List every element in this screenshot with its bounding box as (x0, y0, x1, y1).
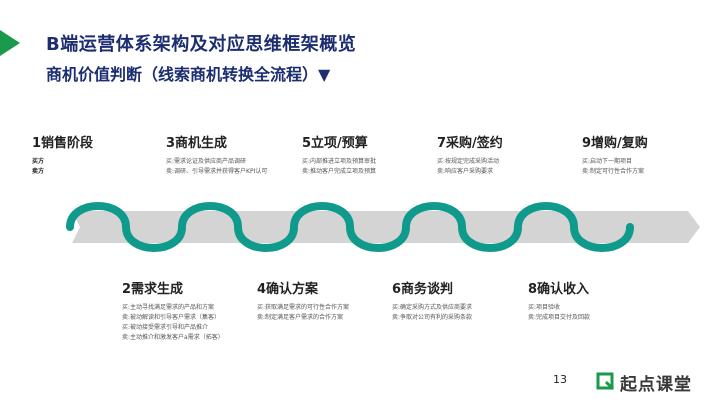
flow-arrow-band (72, 211, 700, 243)
stage-title: 2需求生成 (122, 282, 184, 297)
stage-title: 9增购/复购 (582, 136, 648, 151)
stage-line: 卖:推动客户完成立项及预算 (302, 168, 377, 175)
stage-sales-phase: 1销售阶段 买方 卖方 (32, 132, 93, 177)
stage-line: 买:获取满足需求的可行性合作方案 (257, 304, 350, 311)
page-title: B端运营体系架构及对应思维框架概览 (46, 34, 357, 55)
page-subtitle: 商机价值判断（线索商机转换全流程）▼ (46, 65, 331, 84)
stage-line: 卖:争取对公司有利的采购条款 (392, 314, 473, 321)
stage-line: 卖:被动解读和引导客户需求（集客） (122, 314, 221, 321)
stage-line: 买:内部推进立项及预算审批 (302, 158, 377, 165)
stage-title: 8确认收入 (528, 282, 590, 297)
stage-line: 卖方 (32, 168, 45, 175)
brand-name: 起点课堂 (620, 375, 692, 395)
stage-line: 卖:主动推介和激发客户a需求（拓客） (122, 334, 224, 341)
stage-demand-generation: 2需求生成 买:主动寻找满足需求的产品和方案 卖:被动解读和引导客户需求（集客）… (122, 278, 224, 343)
stage-line: 买方 (32, 158, 45, 165)
stage-upsell-repurchase: 9增购/复购 买:启动下一期项目 卖:制定可行性合作方案 (582, 132, 648, 177)
stage-line: 买:需求论证及供应商产品调研 (166, 158, 247, 165)
stage-line: 买:主动寻找满足需求的产品和方案 (122, 304, 215, 311)
stage-line: 买:被动接受需求引导和产品推介 (122, 324, 209, 331)
stage-business-negotiation: 6商务谈判 买:确定采购方式及供应商要求 卖:争取对公司有利的采购条款 (392, 278, 472, 323)
stage-opportunity-generation: 3商机生成 买:需求论证及供应商产品调研 卖:调研、引导需求并获得客户KPI认可 (166, 132, 267, 177)
stage-line: 卖:制定可行性合作方案 (582, 168, 645, 175)
stage-line: 买:启动下一期项目 (582, 158, 633, 165)
stage-line: 买:项目验收 (528, 304, 561, 311)
stage-title: 7采购/签约 (437, 136, 503, 151)
stage-title: 4确认方案 (257, 282, 319, 297)
stage-project-budget: 5立项/预算 买:内部推进立项及预算审批 卖:推动客户完成立项及预算 (302, 132, 376, 177)
corner-triangle-decoration (0, 30, 20, 56)
stage-title: 6商务谈判 (392, 282, 454, 297)
stage-title: 5立项/预算 (302, 136, 368, 151)
logo-mark-icon (596, 372, 614, 390)
flow-wave (66, 202, 634, 252)
stage-line: 卖:完成项目交付及回款 (528, 314, 591, 321)
stage-purchase-contract: 7采购/签约 买:按规定完成采购活动 卖:响应客户采购要求 (437, 132, 503, 177)
stage-title: 3商机生成 (166, 136, 228, 151)
stage-confirm-revenue: 8确认收入 买:项目验收 卖:完成项目交付及回款 (528, 278, 590, 323)
stage-confirm-solution: 4确认方案 买:获取满足需求的可行性合作方案 卖:制定满足客户需求的合作方案 (257, 278, 349, 323)
brand-logo: 起点课堂 (596, 370, 708, 395)
stage-line: 买:确定采购方式及供应商要求 (392, 304, 473, 311)
stage-line: 买:按规定完成采购活动 (437, 158, 500, 165)
stage-line: 卖:调研、引导需求并获得客户KPI认可 (166, 168, 268, 175)
page-number: 13 (553, 373, 567, 386)
stage-line: 卖:响应客户采购要求 (437, 168, 494, 175)
stage-line: 卖:制定满足客户需求的合作方案 (257, 314, 344, 321)
stage-title: 1销售阶段 (32, 136, 94, 151)
